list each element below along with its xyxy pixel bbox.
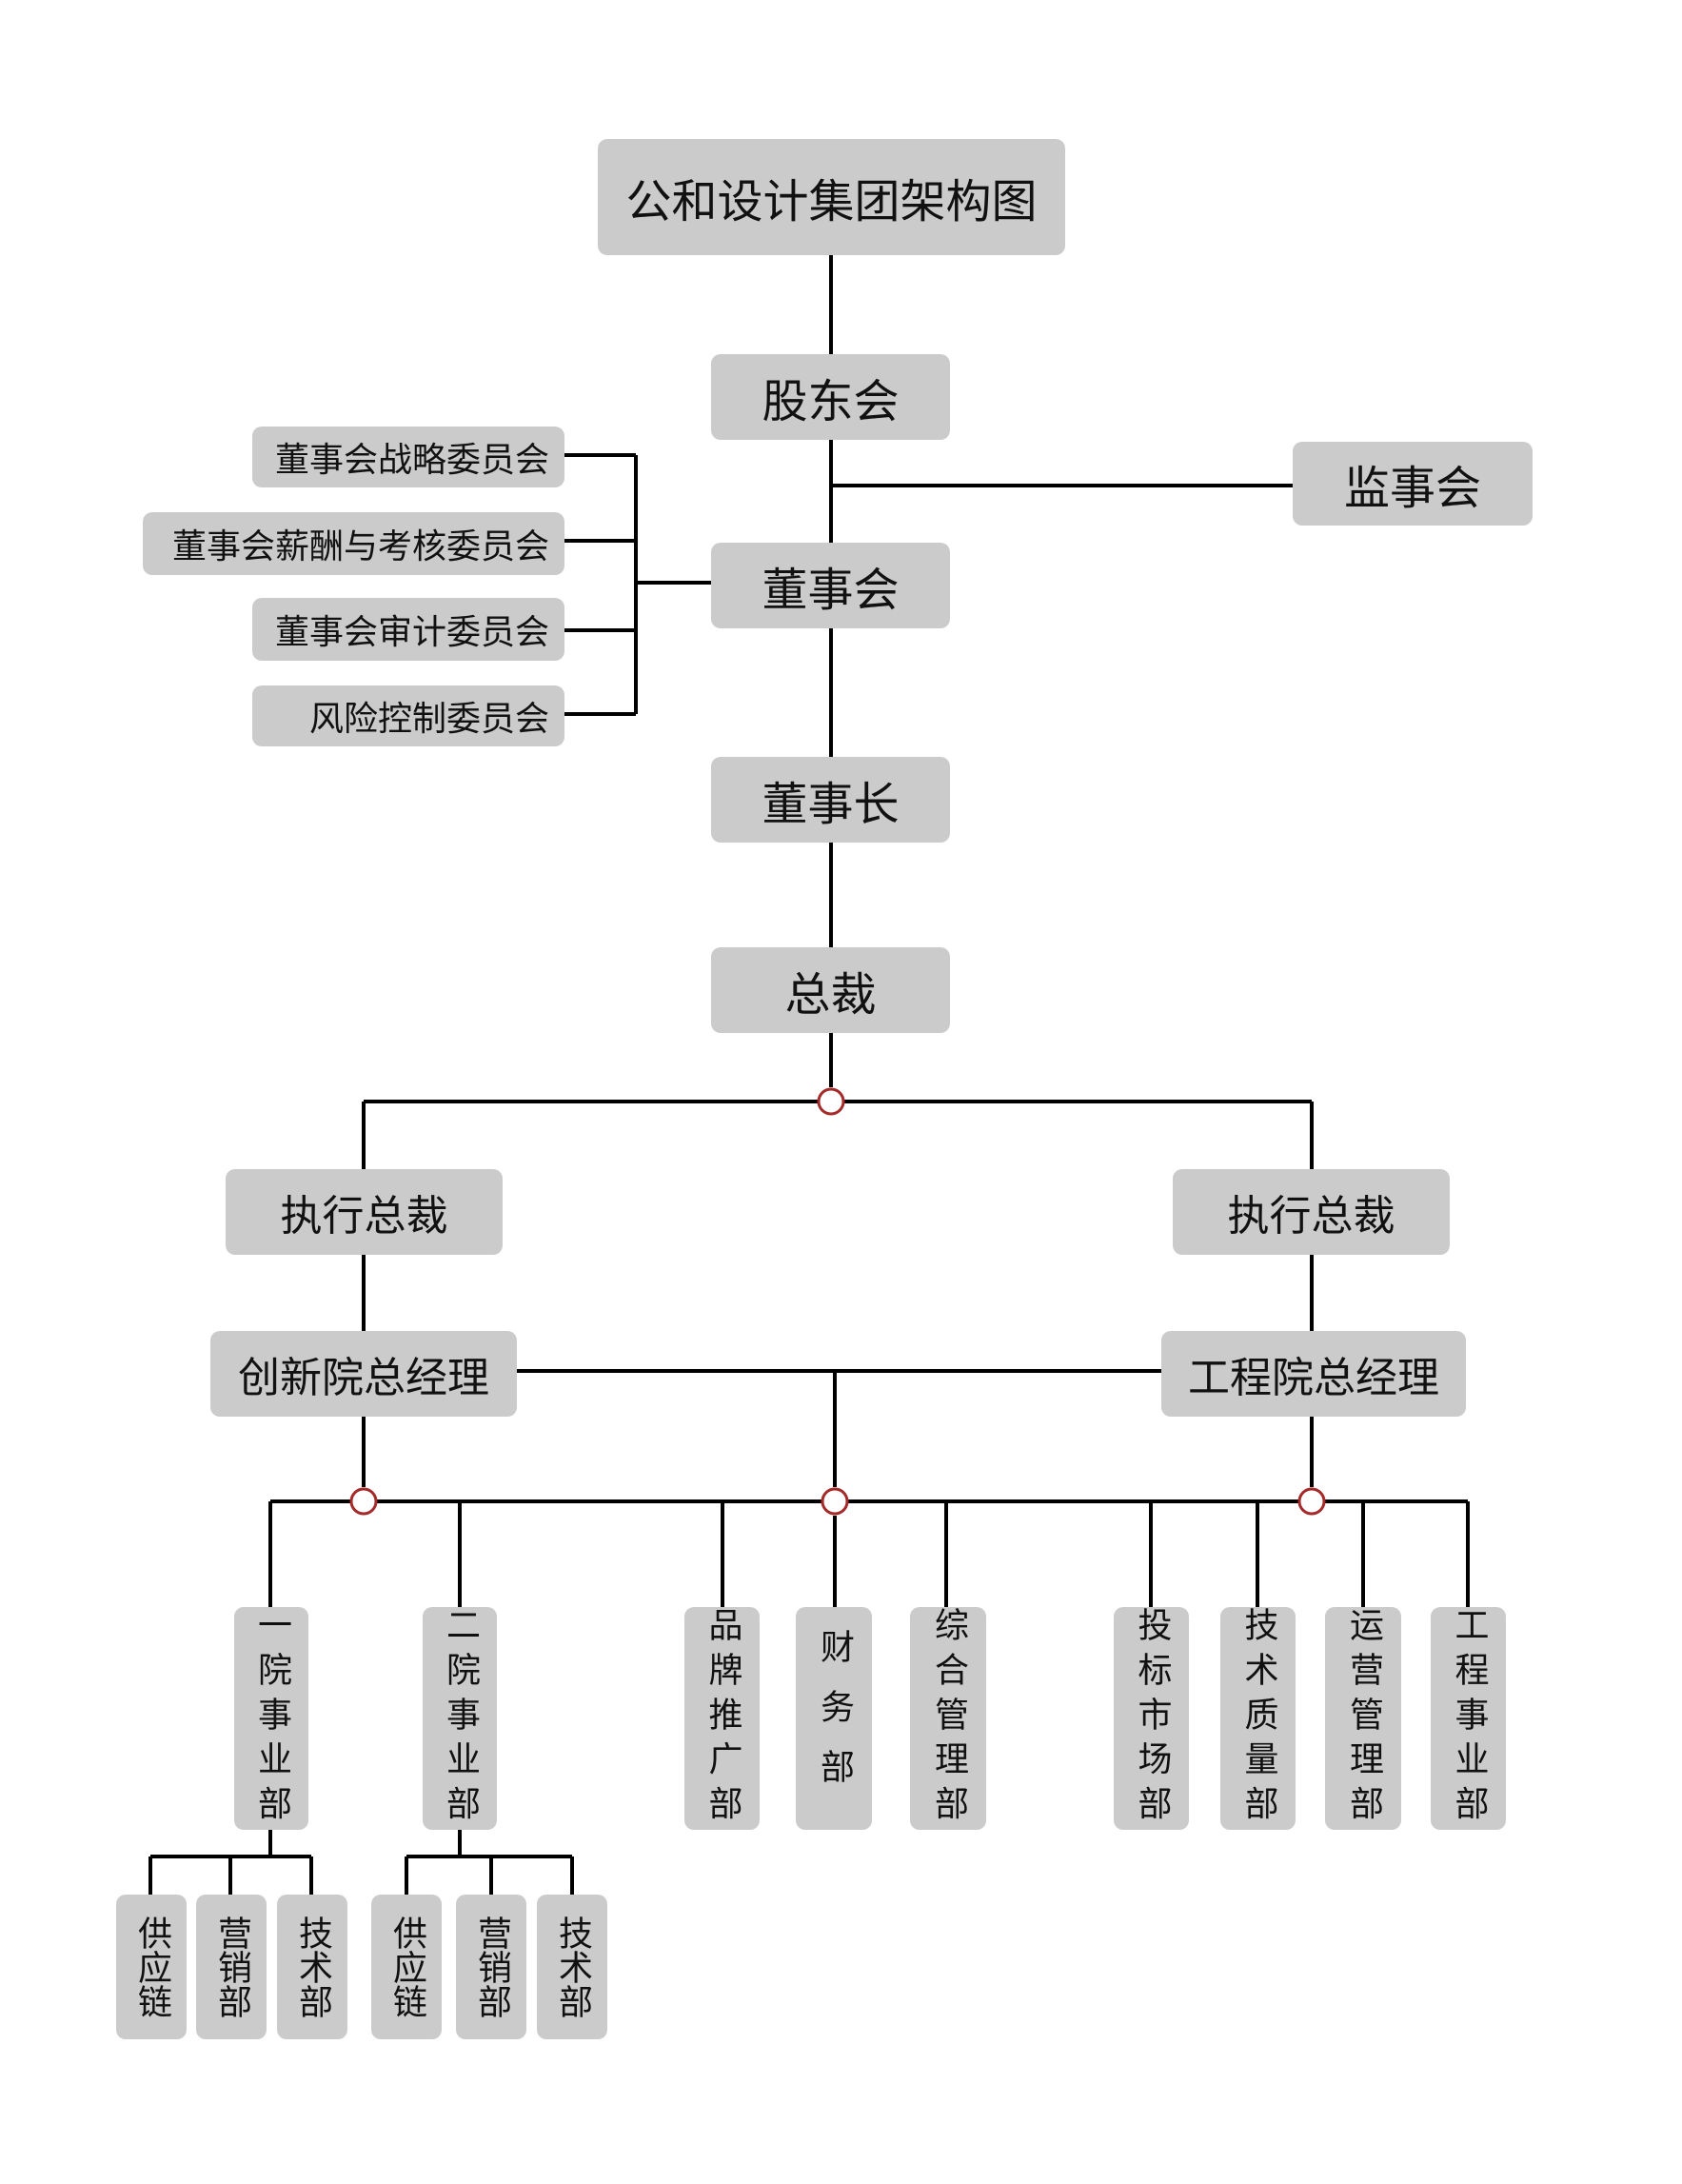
chairman-box: 董事长 <box>711 757 950 843</box>
sub-unit-technical-2: 技术部 <box>537 1895 607 2039</box>
dept-label: 综合管理部 <box>929 1607 968 1830</box>
dept-engineering-business: 工程事业部 <box>1431 1607 1506 1830</box>
sub-unit-label: 供应链 <box>387 1916 426 2018</box>
dept-technical-quality: 技术质量部 <box>1220 1607 1296 1830</box>
junction-president <box>817 1087 845 1116</box>
innovation-gm-box: 创新院总经理 <box>210 1331 517 1417</box>
dept-bidding-market: 投标市场部 <box>1114 1607 1189 1830</box>
dept-innovation-2: 二院事业部 <box>423 1607 497 1830</box>
dept-label: 一院事业部 <box>252 1607 291 1830</box>
sub-unit-label: 营销部 <box>212 1916 251 2018</box>
board-box: 董事会 <box>711 543 950 628</box>
dept-operations-management: 运营管理部 <box>1325 1607 1401 1830</box>
sub-unit-label: 技术部 <box>293 1916 332 2018</box>
dept-label: 二院事业部 <box>441 1607 480 1830</box>
dept-brand-promotion: 品牌推广部 <box>684 1607 760 1830</box>
dept-innovation-1: 一院事业部 <box>234 1607 308 1830</box>
engineering-gm-box: 工程院总经理 <box>1161 1331 1466 1417</box>
committee-strategy: 董事会战略委员会 <box>252 427 564 487</box>
sub-unit-label: 营销部 <box>472 1916 511 2018</box>
dept-label: 工程事业部 <box>1449 1607 1489 1830</box>
shareholders-box: 股东会 <box>711 354 950 440</box>
dept-label: 投标市场部 <box>1132 1607 1172 1830</box>
junction-innovation <box>349 1487 378 1516</box>
chart-title: 公和设计集团架构图 <box>598 139 1065 255</box>
executive-president-left: 执行总裁 <box>226 1169 503 1255</box>
committee-compensation: 董事会薪酬与考核委员会 <box>143 512 564 575</box>
committee-risk-control: 风险控制委员会 <box>252 685 564 746</box>
president-box: 总裁 <box>711 947 950 1033</box>
committee-audit: 董事会审计委员会 <box>252 598 564 661</box>
sub-unit-marketing-1: 营销部 <box>196 1895 267 2039</box>
dept-label: 财务部 <box>815 1628 854 1809</box>
dept-label: 品牌推广部 <box>702 1607 742 1830</box>
junction-shared <box>821 1487 849 1516</box>
dept-label: 运营管理部 <box>1344 1607 1383 1830</box>
junction-engineering <box>1297 1487 1326 1516</box>
sub-unit-technical-1: 技术部 <box>277 1895 347 2039</box>
sub-unit-label: 技术部 <box>553 1916 592 2018</box>
sub-unit-marketing-2: 营销部 <box>456 1895 526 2039</box>
sub-unit-supply-chain-2: 供应链 <box>371 1895 442 2039</box>
supervisors-box: 监事会 <box>1293 442 1533 526</box>
sub-unit-supply-chain-1: 供应链 <box>116 1895 187 2039</box>
sub-unit-label: 供应链 <box>132 1916 171 2018</box>
dept-finance: 财务部 <box>796 1607 872 1830</box>
executive-president-right: 执行总裁 <box>1173 1169 1450 1255</box>
dept-general-management: 综合管理部 <box>910 1607 986 1830</box>
dept-label: 技术质量部 <box>1238 1607 1278 1830</box>
